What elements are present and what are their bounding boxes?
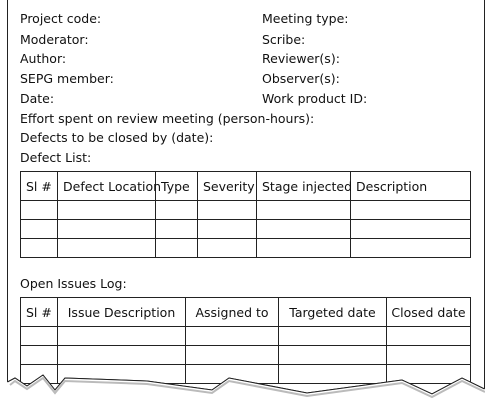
table-cell bbox=[197, 219, 257, 239]
table-cell bbox=[256, 219, 351, 239]
issue-col-description: Issue Description bbox=[57, 297, 186, 327]
table-cell bbox=[57, 219, 156, 239]
effort-label: Effort spent on review meeting (person-h… bbox=[20, 111, 315, 126]
open-issues-header-row: Sl # Issue Description Assigned to Targe… bbox=[20, 297, 471, 327]
open-issues-table: Sl # Issue Description Assigned to Targe… bbox=[20, 297, 471, 384]
defect-col-sl: Sl # bbox=[20, 171, 58, 201]
table-cell bbox=[278, 345, 387, 365]
table-cell bbox=[185, 345, 279, 365]
defect-col-type: Type bbox=[155, 171, 198, 201]
reviewers-label: Reviewer(s): bbox=[262, 51, 340, 66]
table-cell bbox=[57, 364, 186, 384]
table-cell bbox=[155, 219, 198, 239]
issue-col-assigned-to: Assigned to bbox=[185, 297, 279, 327]
table-row bbox=[20, 345, 471, 365]
table-cell bbox=[155, 238, 198, 258]
author-label: Author: bbox=[20, 51, 67, 66]
open-issues-body bbox=[20, 326, 471, 384]
table-cell bbox=[185, 326, 279, 346]
table-cell bbox=[386, 364, 471, 384]
table-cell bbox=[256, 200, 351, 220]
table-cell bbox=[20, 345, 58, 365]
moderator-label: Moderator: bbox=[20, 32, 89, 47]
issue-col-targeted-date: Targeted date bbox=[278, 297, 387, 327]
table-cell bbox=[350, 200, 471, 220]
table-cell bbox=[350, 219, 471, 239]
table-cell bbox=[278, 364, 387, 384]
torn-paper: Project code: Meeting type: Moderator: S… bbox=[7, 0, 485, 407]
table-cell bbox=[20, 238, 58, 258]
observers-label: Observer(s): bbox=[262, 71, 340, 86]
table-row bbox=[20, 364, 471, 384]
table-cell bbox=[20, 219, 58, 239]
table-cell bbox=[57, 326, 186, 346]
table-cell bbox=[386, 345, 471, 365]
table-cell bbox=[20, 200, 58, 220]
defect-list-table: Sl # Defect Location Type Severity Stage… bbox=[20, 171, 471, 258]
table-row bbox=[20, 219, 471, 239]
defect-col-stage: Stage injected bbox=[256, 171, 352, 201]
defects-closed-by-label: Defects to be closed by (date): bbox=[20, 130, 214, 145]
table-cell bbox=[20, 364, 58, 384]
table-cell bbox=[20, 326, 58, 346]
table-row bbox=[20, 200, 471, 220]
defect-list-title: Defect List: bbox=[20, 150, 92, 165]
table-row bbox=[20, 238, 471, 258]
table-cell bbox=[185, 364, 279, 384]
defect-col-severity: Severity bbox=[197, 171, 257, 201]
table-cell bbox=[350, 238, 471, 258]
meeting-type-label: Meeting type: bbox=[262, 11, 349, 26]
issue-col-closed-date: Closed date bbox=[386, 297, 471, 327]
defect-col-location: Defect Location bbox=[57, 171, 161, 201]
defect-list-body bbox=[20, 200, 471, 258]
defect-list-header-row: Sl # Defect Location Type Severity Stage… bbox=[20, 171, 471, 201]
table-row bbox=[20, 326, 471, 346]
table-cell bbox=[386, 326, 471, 346]
date-label: Date: bbox=[20, 91, 55, 106]
table-cell bbox=[57, 200, 156, 220]
defect-col-description: Description bbox=[350, 171, 471, 201]
table-cell bbox=[57, 345, 186, 365]
scribe-label: Scribe: bbox=[262, 32, 306, 47]
table-cell bbox=[197, 238, 257, 258]
project-code-label: Project code: bbox=[20, 11, 102, 26]
table-cell bbox=[278, 326, 387, 346]
open-issues-title: Open Issues Log: bbox=[20, 276, 127, 291]
sepg-member-label: SEPG member: bbox=[20, 71, 114, 86]
table-cell bbox=[256, 238, 351, 258]
table-cell bbox=[155, 200, 198, 220]
work-product-id-label: Work product ID: bbox=[262, 91, 368, 106]
issue-col-sl: Sl # bbox=[20, 297, 58, 327]
table-cell bbox=[57, 238, 156, 258]
table-cell bbox=[197, 200, 257, 220]
